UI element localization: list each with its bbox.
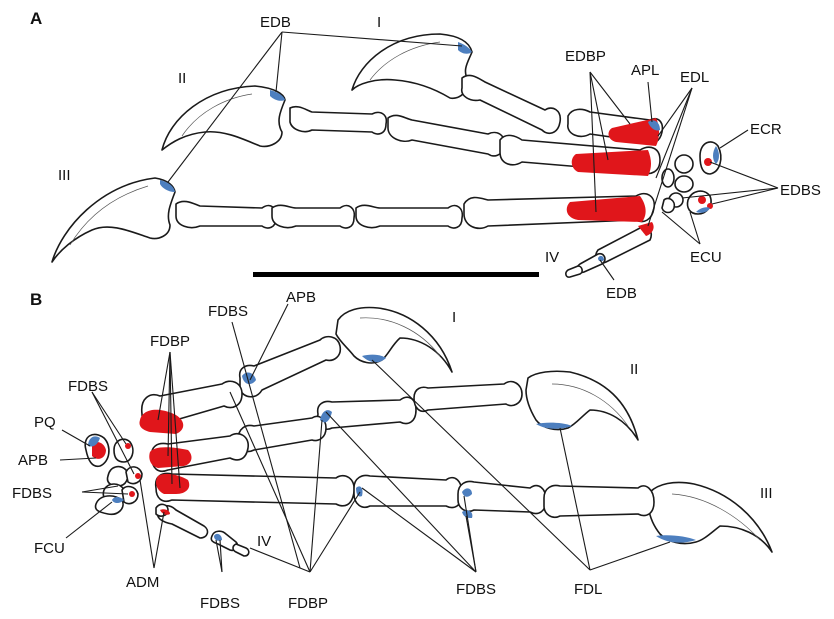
phalanx-3-4-b	[544, 486, 654, 518]
claw-digit-2-b	[526, 371, 638, 440]
label-adm-b: ADM	[126, 574, 159, 591]
scale-bar	[253, 272, 539, 277]
phalanx-3-2-a	[272, 205, 354, 228]
label-fcu-b: FCU	[34, 540, 65, 557]
phalanx-3-1-a	[176, 201, 276, 228]
panel-b-letter: B	[30, 290, 42, 309]
label-digit-3-a: III	[58, 167, 71, 184]
label-digit-4-a: IV	[545, 249, 559, 266]
claw-digit-2-a	[162, 86, 285, 150]
metacarpal-1-b	[240, 337, 341, 397]
phalanx-2-1-a	[290, 107, 386, 134]
label-fdbp-top-b: FDBP	[150, 333, 190, 350]
phalanx-4-2-a	[566, 266, 582, 277]
claw-digit-3-a	[52, 178, 175, 262]
phalanx-3-3-b	[458, 482, 546, 514]
panel-a-letter: A	[30, 9, 42, 28]
label-apb-top-b: APB	[286, 289, 316, 306]
label-digit-3-b: III	[760, 485, 773, 502]
label-ecr-a: ECR	[750, 121, 782, 138]
label-ecu-a: ECU	[690, 249, 722, 266]
panel-b: B	[12, 289, 773, 612]
label-apl-a: APL	[631, 62, 659, 79]
label-apb-left-b: APB	[18, 452, 48, 469]
label-digit-1-b: I	[452, 309, 456, 326]
label-fdbp-bottom-b: FDBP	[288, 595, 328, 612]
label-edbs-a: EDBS	[780, 182, 821, 199]
phalanx-3-2-b	[354, 476, 462, 508]
label-edl-a: EDL	[680, 69, 709, 86]
muscle-origins-a	[567, 118, 713, 236]
claw-digit-1-b	[336, 308, 452, 373]
claw-digit-1-a	[352, 34, 472, 98]
phalanx-3-3-a	[356, 205, 462, 228]
label-fdbs-bottom-b: FDBS	[200, 595, 240, 612]
phalanx-1-1-a	[462, 75, 561, 133]
label-fdbs-right-b: FDBS	[456, 581, 496, 598]
label-fdl-b: FDL	[574, 581, 602, 598]
label-edb-bottom-a: EDB	[606, 285, 637, 302]
claw-digit-3-b	[648, 482, 772, 552]
phalanx-2-2-b	[414, 382, 522, 412]
panel-a: A	[30, 9, 821, 302]
label-pq-b: PQ	[34, 414, 56, 431]
label-fdbs-left-b: FDBS	[68, 378, 108, 395]
phalanx-2-2-a	[388, 115, 504, 156]
label-digit-4-b: IV	[257, 533, 271, 550]
phalanx-2-1-b	[318, 397, 416, 429]
label-digit-2-b: II	[630, 361, 638, 378]
label-fdbs-left2-b: FDBS	[12, 485, 52, 502]
label-digit-2-a: II	[178, 70, 186, 87]
label-edbp-a: EDBP	[565, 48, 606, 65]
label-digit-1-a: I	[377, 14, 381, 31]
phalanx-4-2-b	[233, 544, 249, 556]
label-edb-top-a: EDB	[260, 14, 291, 31]
label-fdbs-top-b: FDBS	[208, 303, 248, 320]
phalanx-2-3-b	[238, 416, 326, 451]
